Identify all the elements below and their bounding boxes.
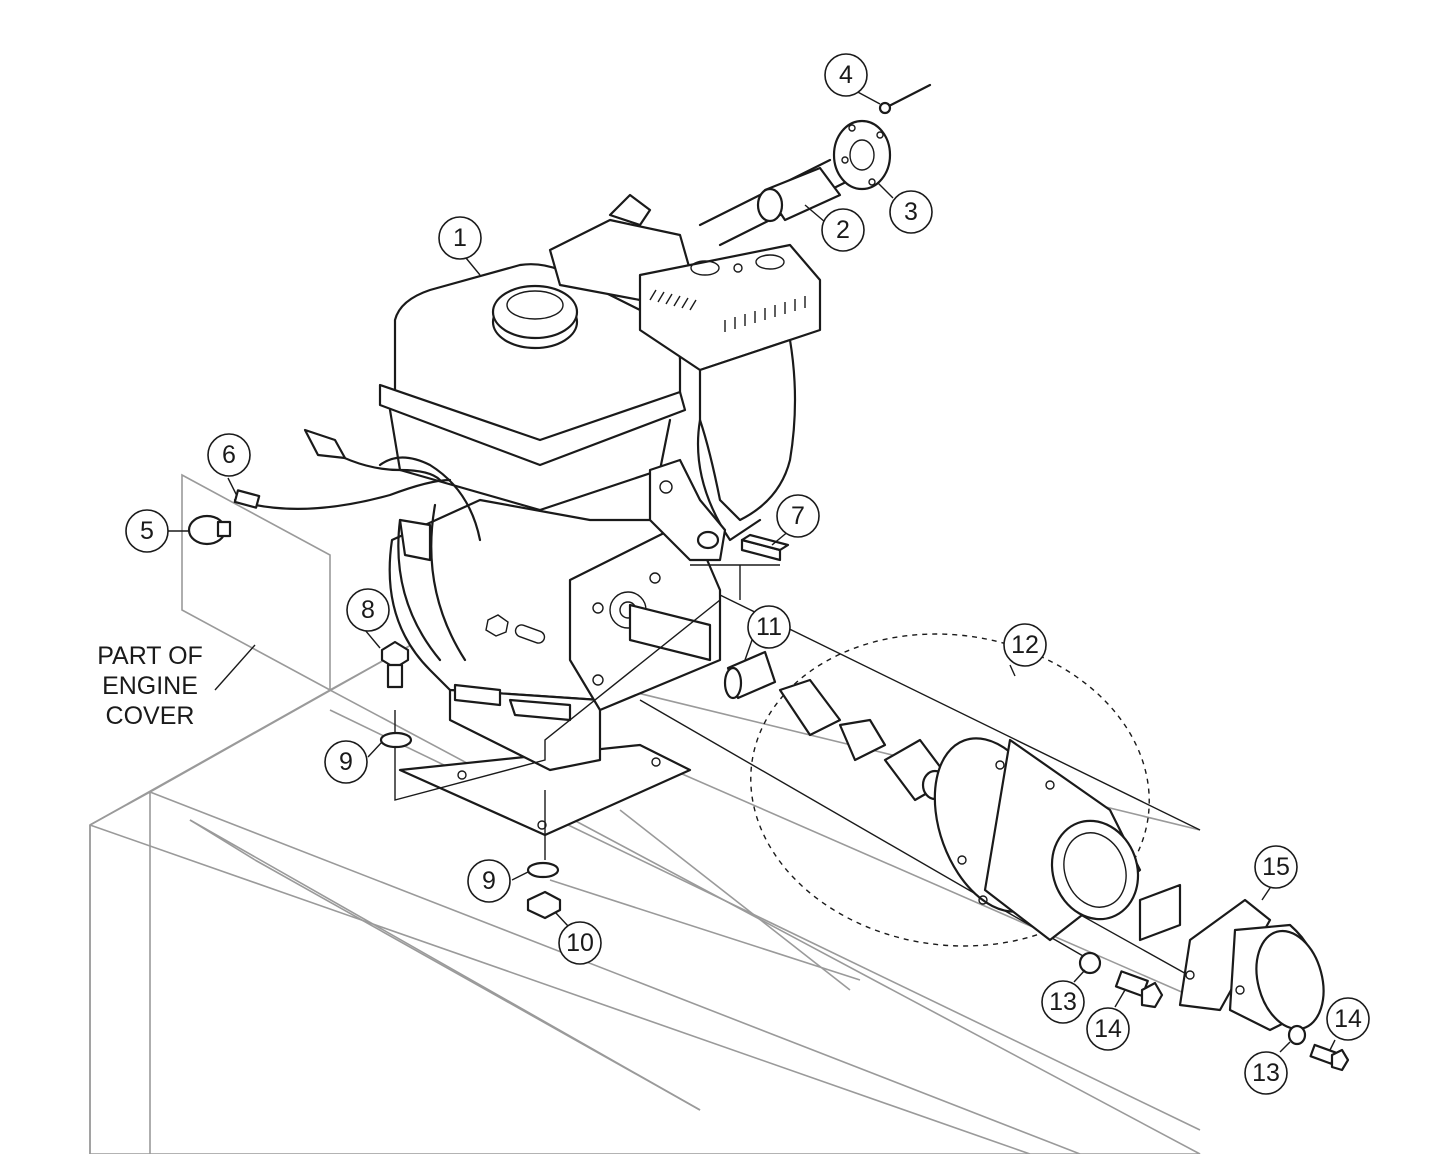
callout-15-label: 15 <box>1262 853 1290 881</box>
callout-9b: 9 <box>467 859 511 903</box>
callout-5: 5 <box>125 509 169 553</box>
callout-13a-label: 13 <box>1049 988 1077 1016</box>
callout-13b-label: 13 <box>1252 1059 1280 1087</box>
callout-8-label: 8 <box>361 596 375 624</box>
callout-7: 7 <box>776 494 820 538</box>
shaft-axis-lines <box>394 564 1216 991</box>
hardware <box>187 514 1350 1072</box>
callout-9a: 9 <box>324 740 368 784</box>
callout-13a: 13 <box>1041 980 1085 1024</box>
engine-cover-note: PART OF ENGINE COVER <box>97 642 203 730</box>
callout-4: 4 <box>824 53 868 97</box>
callout-12: 12 <box>1003 623 1047 667</box>
callout-14a-label: 14 <box>1094 1015 1122 1043</box>
callout-14b-label: 14 <box>1334 1005 1362 1033</box>
callout-8: 8 <box>346 588 390 632</box>
callouts: 1 2 3 4 5 6 7 8 9 9 10 11 12 13 13 14 14… <box>125 53 1370 1095</box>
callout-11: 11 <box>747 605 791 649</box>
note-line-2: ENGINE <box>102 672 198 700</box>
callout-11-label: 11 <box>756 613 782 641</box>
pump-adapter <box>1138 883 1325 1032</box>
coupler-assembly <box>750 633 1150 947</box>
callout-6-label: 6 <box>222 441 236 469</box>
callout-2-label: 2 <box>836 216 850 244</box>
callout-1-label: 1 <box>453 224 467 252</box>
callout-10: 10 <box>558 921 602 965</box>
callout-1: 1 <box>438 216 482 260</box>
callout-9b-label: 9 <box>482 867 496 895</box>
engine-assembly <box>233 193 822 772</box>
callout-12-label: 12 <box>1011 631 1039 659</box>
note-line-1: PART OF <box>97 642 203 670</box>
callout-7-label: 7 <box>791 502 805 530</box>
shaft-key <box>740 533 790 562</box>
callout-14b: 14 <box>1326 997 1370 1041</box>
callout-4-label: 4 <box>839 61 853 89</box>
callout-2: 2 <box>821 208 865 252</box>
note-line-3: COVER <box>106 702 195 730</box>
callout-6: 6 <box>207 433 251 477</box>
callout-5-label: 5 <box>140 517 154 545</box>
callout-9a-label: 9 <box>339 748 353 776</box>
callout-14a: 14 <box>1086 1007 1130 1051</box>
callout-10-label: 10 <box>566 929 594 957</box>
callout-15: 15 <box>1254 845 1298 889</box>
exhaust-pipe-parts <box>698 83 932 247</box>
callout-3-label: 3 <box>904 198 918 226</box>
callout-3: 3 <box>889 190 933 234</box>
callout-13b: 13 <box>1244 1051 1288 1095</box>
bushing <box>723 650 777 700</box>
